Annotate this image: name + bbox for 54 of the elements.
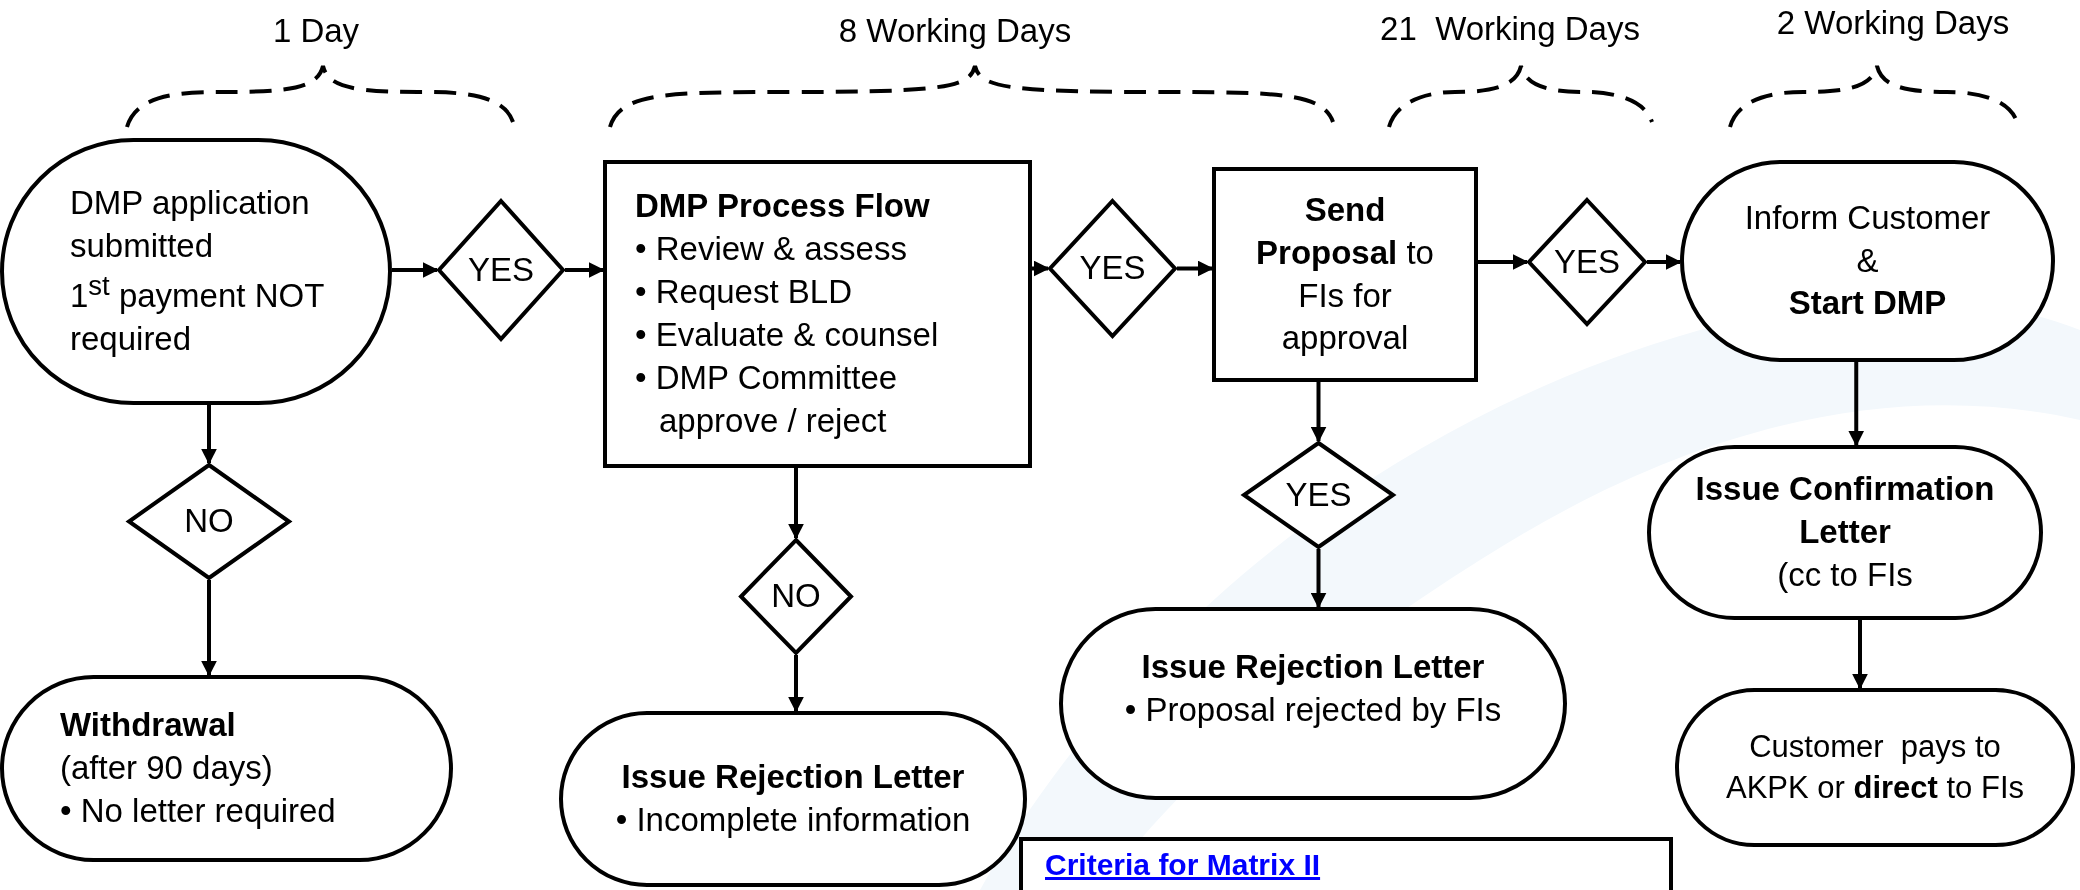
duration-label: 1 Day (272, 12, 360, 50)
criteria-heading: Criteria for Matrix II (1045, 847, 1321, 883)
node-heading: Issue Rejection Letter (1141, 646, 1485, 687)
node-text: NO (184, 501, 234, 542)
node-text: Send Proposal to FIs for approval (1255, 189, 1435, 359)
list-item: • Review & assess (635, 229, 907, 270)
list-item: • Evaluate & counsel (635, 315, 939, 355)
decision-diamond (739, 538, 853, 655)
duration-label: 21 Working Days (1380, 10, 1640, 48)
node-text: (after 90 days) (60, 748, 273, 789)
node-text: YES (467, 249, 534, 290)
node-heading: Issue Confirmation Letter (1694, 469, 1996, 553)
terminal-shape (0, 675, 453, 862)
arrow (788, 655, 804, 713)
node-text: YES (1553, 241, 1620, 282)
decision-diamond (127, 463, 291, 580)
arrow (1848, 362, 1865, 447)
decision-diamond (1048, 199, 1177, 338)
decision-diamond (1242, 441, 1395, 549)
arrow (201, 580, 217, 677)
process-box (1212, 167, 1478, 382)
node-text: NO (771, 576, 821, 617)
duration-label: 2 Working Days (1776, 4, 2010, 42)
arrow (788, 468, 804, 540)
arrow (1177, 260, 1214, 277)
duration-label: 8 Working Days (838, 12, 1072, 50)
node-heading: Start DMP (1788, 283, 1947, 324)
list-item: • Incomplete information (615, 800, 971, 840)
node-text: YES (1285, 474, 1352, 515)
arrow (1310, 382, 1327, 443)
decision-diamond (437, 199, 565, 341)
arrow (1032, 260, 1050, 277)
decision-diamond (1527, 198, 1647, 326)
arrow (1310, 549, 1327, 609)
arrow (1852, 620, 1868, 690)
node-text: (cc to FIs (1777, 554, 1913, 595)
arrow (1478, 254, 1529, 270)
list-item: • DMP Committee approve / reject (635, 357, 899, 441)
arrow (565, 262, 605, 278)
node-heading: DMP Process Flow (635, 186, 930, 227)
arrow (1647, 254, 1682, 270)
node-text: Inform Customer (1744, 197, 1991, 238)
node-text: Customer pays to AKPK or direct to FIs (1725, 728, 2025, 807)
arrow (201, 405, 217, 465)
node-text: • No letter required (60, 790, 336, 831)
node-heading: Issue Rejection Letter (621, 757, 965, 798)
node-text: YES (1079, 248, 1146, 289)
arrow (392, 262, 439, 278)
node-text: & (1856, 240, 1879, 281)
list-item: • Request BLD (635, 272, 852, 313)
list-item: • Proposal rejected by FIs (1124, 689, 1502, 730)
process-box (603, 160, 1032, 468)
node-text: 1$^{st}$ payment NOT required (70, 269, 325, 359)
node-heading: Withdrawal (60, 705, 236, 746)
